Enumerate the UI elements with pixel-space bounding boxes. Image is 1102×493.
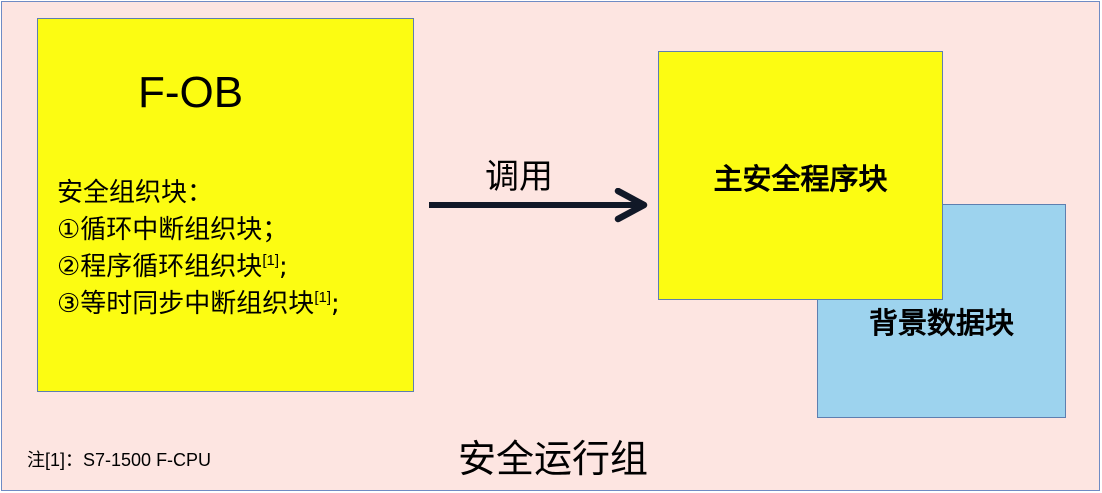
- footnote-ref: [1]: [262, 252, 279, 269]
- fob-box: F-OB 安全组织块： ①循环中断组织块； ②程序循环组织块[1]; ③等时同步…: [37, 18, 414, 392]
- fob-heading: 安全组织块：: [57, 178, 214, 208]
- main-safety-block: 主安全程序块: [658, 51, 943, 300]
- fob-item-2: ②程序循环组织块[1];: [57, 252, 288, 282]
- call-label: 调用: [485, 157, 553, 197]
- footnote-ref: [1]: [314, 289, 331, 306]
- fob-item-1: ①循环中断组织块；: [57, 215, 289, 245]
- fob-title: F-OB: [137, 68, 244, 117]
- fob-list: 安全组织块： ①循环中断组织块； ②程序循环组织块[1]; ③等时同步中断组织块…: [57, 175, 340, 323]
- background-data-block-label: 背景数据块: [868, 306, 1014, 340]
- group-title: 安全运行组: [458, 437, 649, 481]
- call-arrow-icon: [429, 188, 648, 223]
- main-safety-block-label: 主安全程序块: [713, 162, 888, 196]
- fob-item-3: ③等时同步中断组织块[1];: [57, 289, 340, 319]
- footnote: 注[1]：S7-1500 F-CPU: [27, 450, 212, 470]
